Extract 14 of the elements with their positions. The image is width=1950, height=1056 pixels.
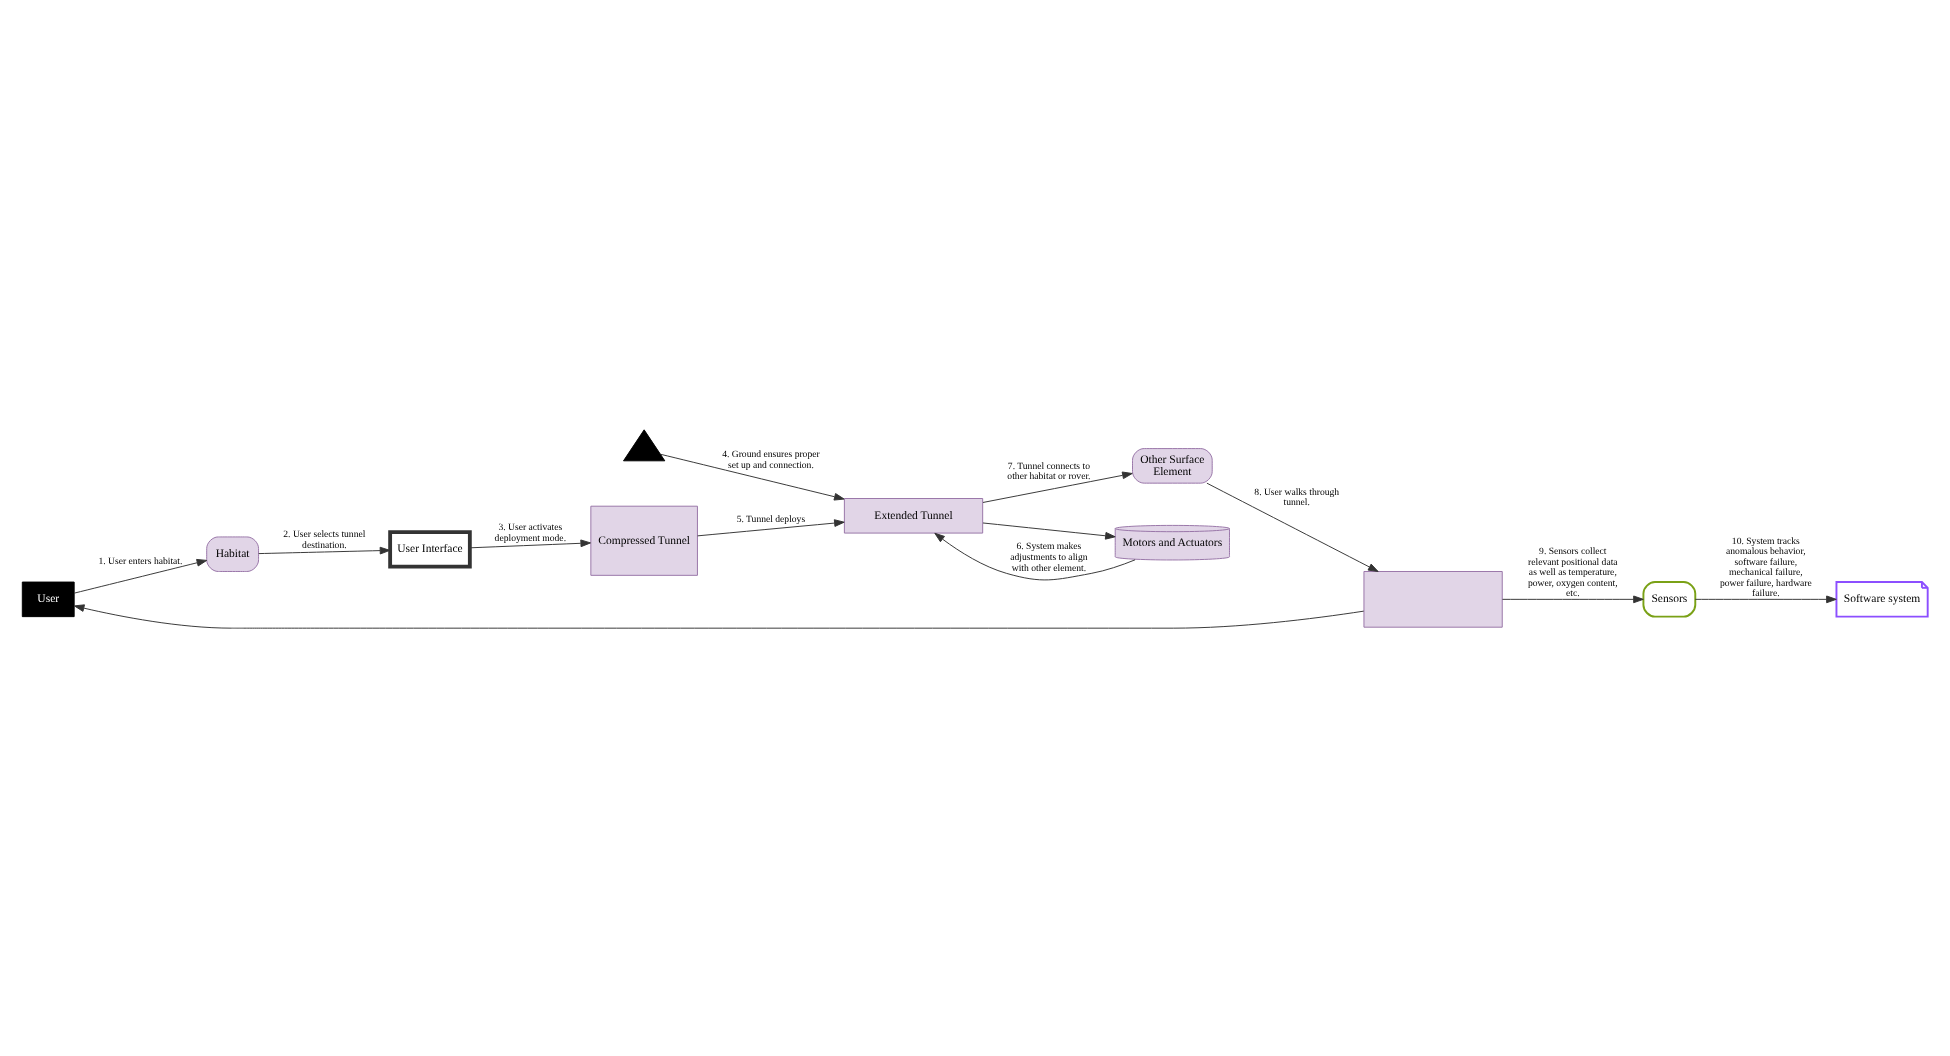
arrow (982, 521, 1116, 539)
node-antenna (623, 428, 666, 461)
node-box (1363, 570, 1503, 627)
arrow (469, 538, 591, 548)
arrow (697, 518, 845, 536)
arrow (982, 470, 1133, 502)
arrow (1502, 594, 1644, 603)
arrow (73, 603, 1365, 628)
arrow (73, 557, 208, 593)
arrow (934, 531, 1136, 580)
arrow (1206, 481, 1379, 571)
arrow (258, 545, 391, 554)
arrow (660, 452, 845, 500)
arrow (1694, 594, 1837, 603)
